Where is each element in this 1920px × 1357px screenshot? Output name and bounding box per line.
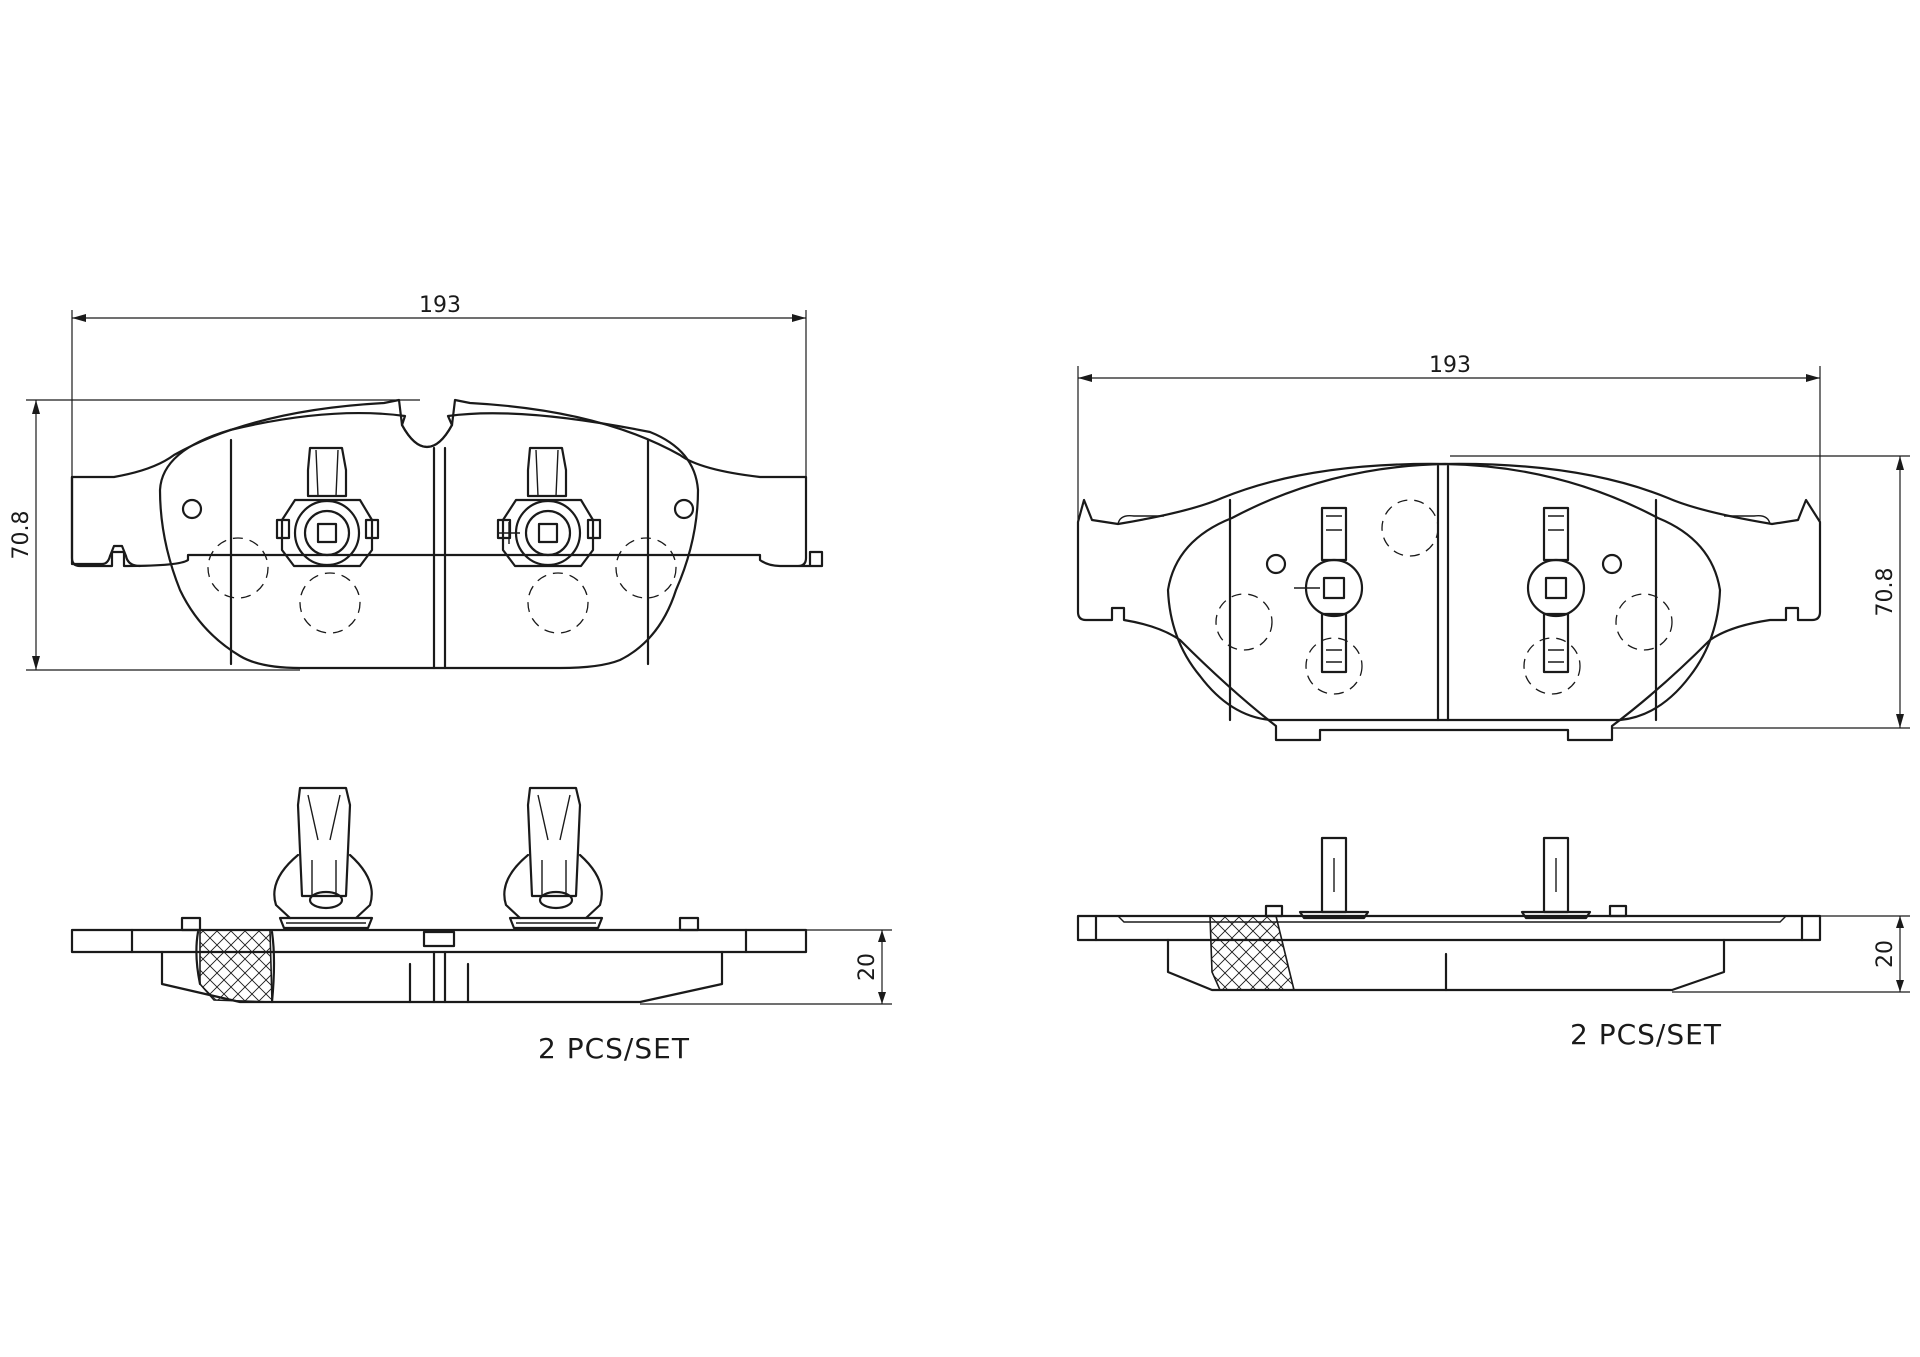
left-height-label: 70.8 (9, 511, 34, 560)
right-clip-1 (1294, 506, 1364, 674)
right-pad-front-view (1076, 462, 1822, 742)
right-width-label: 193 (1429, 353, 1471, 378)
right-height-dimension: 70.8 (1450, 455, 1910, 729)
right-thickness-dimension: 20 (1672, 915, 1910, 993)
left-clip-1 (275, 446, 380, 568)
left-width-label: 193 (419, 293, 461, 318)
right-thickness-label: 20 (1873, 940, 1898, 968)
left-pcs-set-label: 2 PCS/SET (538, 1032, 690, 1065)
left-clip-2 (496, 446, 602, 568)
right-clip-2 (1526, 506, 1586, 674)
right-pad-side-view (1076, 836, 1822, 992)
left-width-dimension: 193 (71, 293, 807, 477)
right-stud-1 (1298, 836, 1370, 920)
right-stud-2 (1520, 836, 1592, 920)
left-pad-side-view (70, 786, 808, 1004)
left-thickness-dimension: 20 (640, 929, 892, 1005)
left-clip-2-side (503, 786, 604, 930)
right-width-dimension: 193 (1077, 353, 1821, 522)
right-pcs-set-label: 2 PCS/SET (1570, 1018, 1722, 1051)
left-pad-front-view (70, 398, 824, 670)
left-clip-1-side (273, 786, 374, 930)
left-height-dimension: 70.8 (9, 399, 420, 671)
left-thickness-label: 20 (855, 953, 880, 981)
right-height-label: 70.8 (1873, 568, 1898, 617)
